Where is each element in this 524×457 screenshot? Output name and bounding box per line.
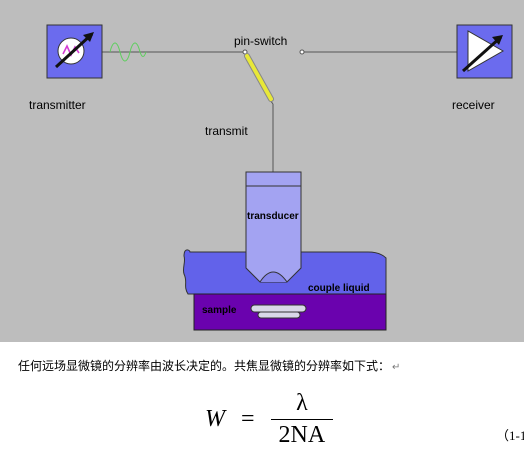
caption-sentence: 任何远场显微镜的分辨率由波长决定的。共焦显微镜的分辨率如下式： (18, 359, 391, 373)
formula-lhs: W (205, 405, 225, 432)
transmit-label: transmit (205, 124, 248, 138)
caption-text: 任何远场显微镜的分辨率由波长决定的。共焦显微镜的分辨率如下式：↵ (18, 357, 518, 374)
receiver-box (456, 24, 513, 79)
formula-numerator: λ (296, 389, 308, 416)
transducer-setup-diagram: transmitter receiver pin-switch transmit… (0, 0, 524, 342)
transducer (245, 171, 302, 283)
pin-switch-contact-right (299, 49, 305, 55)
couple-liquid-label: couple liquid (308, 283, 370, 294)
formula-equals: = (241, 405, 255, 432)
resolution-formula: W = λ 2NA (205, 386, 334, 452)
sample-inclusion (250, 304, 307, 319)
transducer-label: transducer (247, 211, 299, 222)
paragraph-mark: ↵ (392, 362, 401, 373)
equation-number: （1-1 (496, 428, 524, 443)
sample-label: sample (202, 305, 237, 316)
receiver-label: receiver (452, 98, 495, 112)
formula-fraction: λ 2NA (270, 389, 334, 449)
formula-denominator: 2NA (270, 418, 334, 449)
pin-switch-blade-core (245, 54, 273, 101)
signal-wave (109, 42, 147, 62)
transmitter-box (46, 24, 103, 79)
pin-switch-label: pin-switch (234, 34, 287, 48)
transmitter-label: transmitter (29, 98, 86, 112)
